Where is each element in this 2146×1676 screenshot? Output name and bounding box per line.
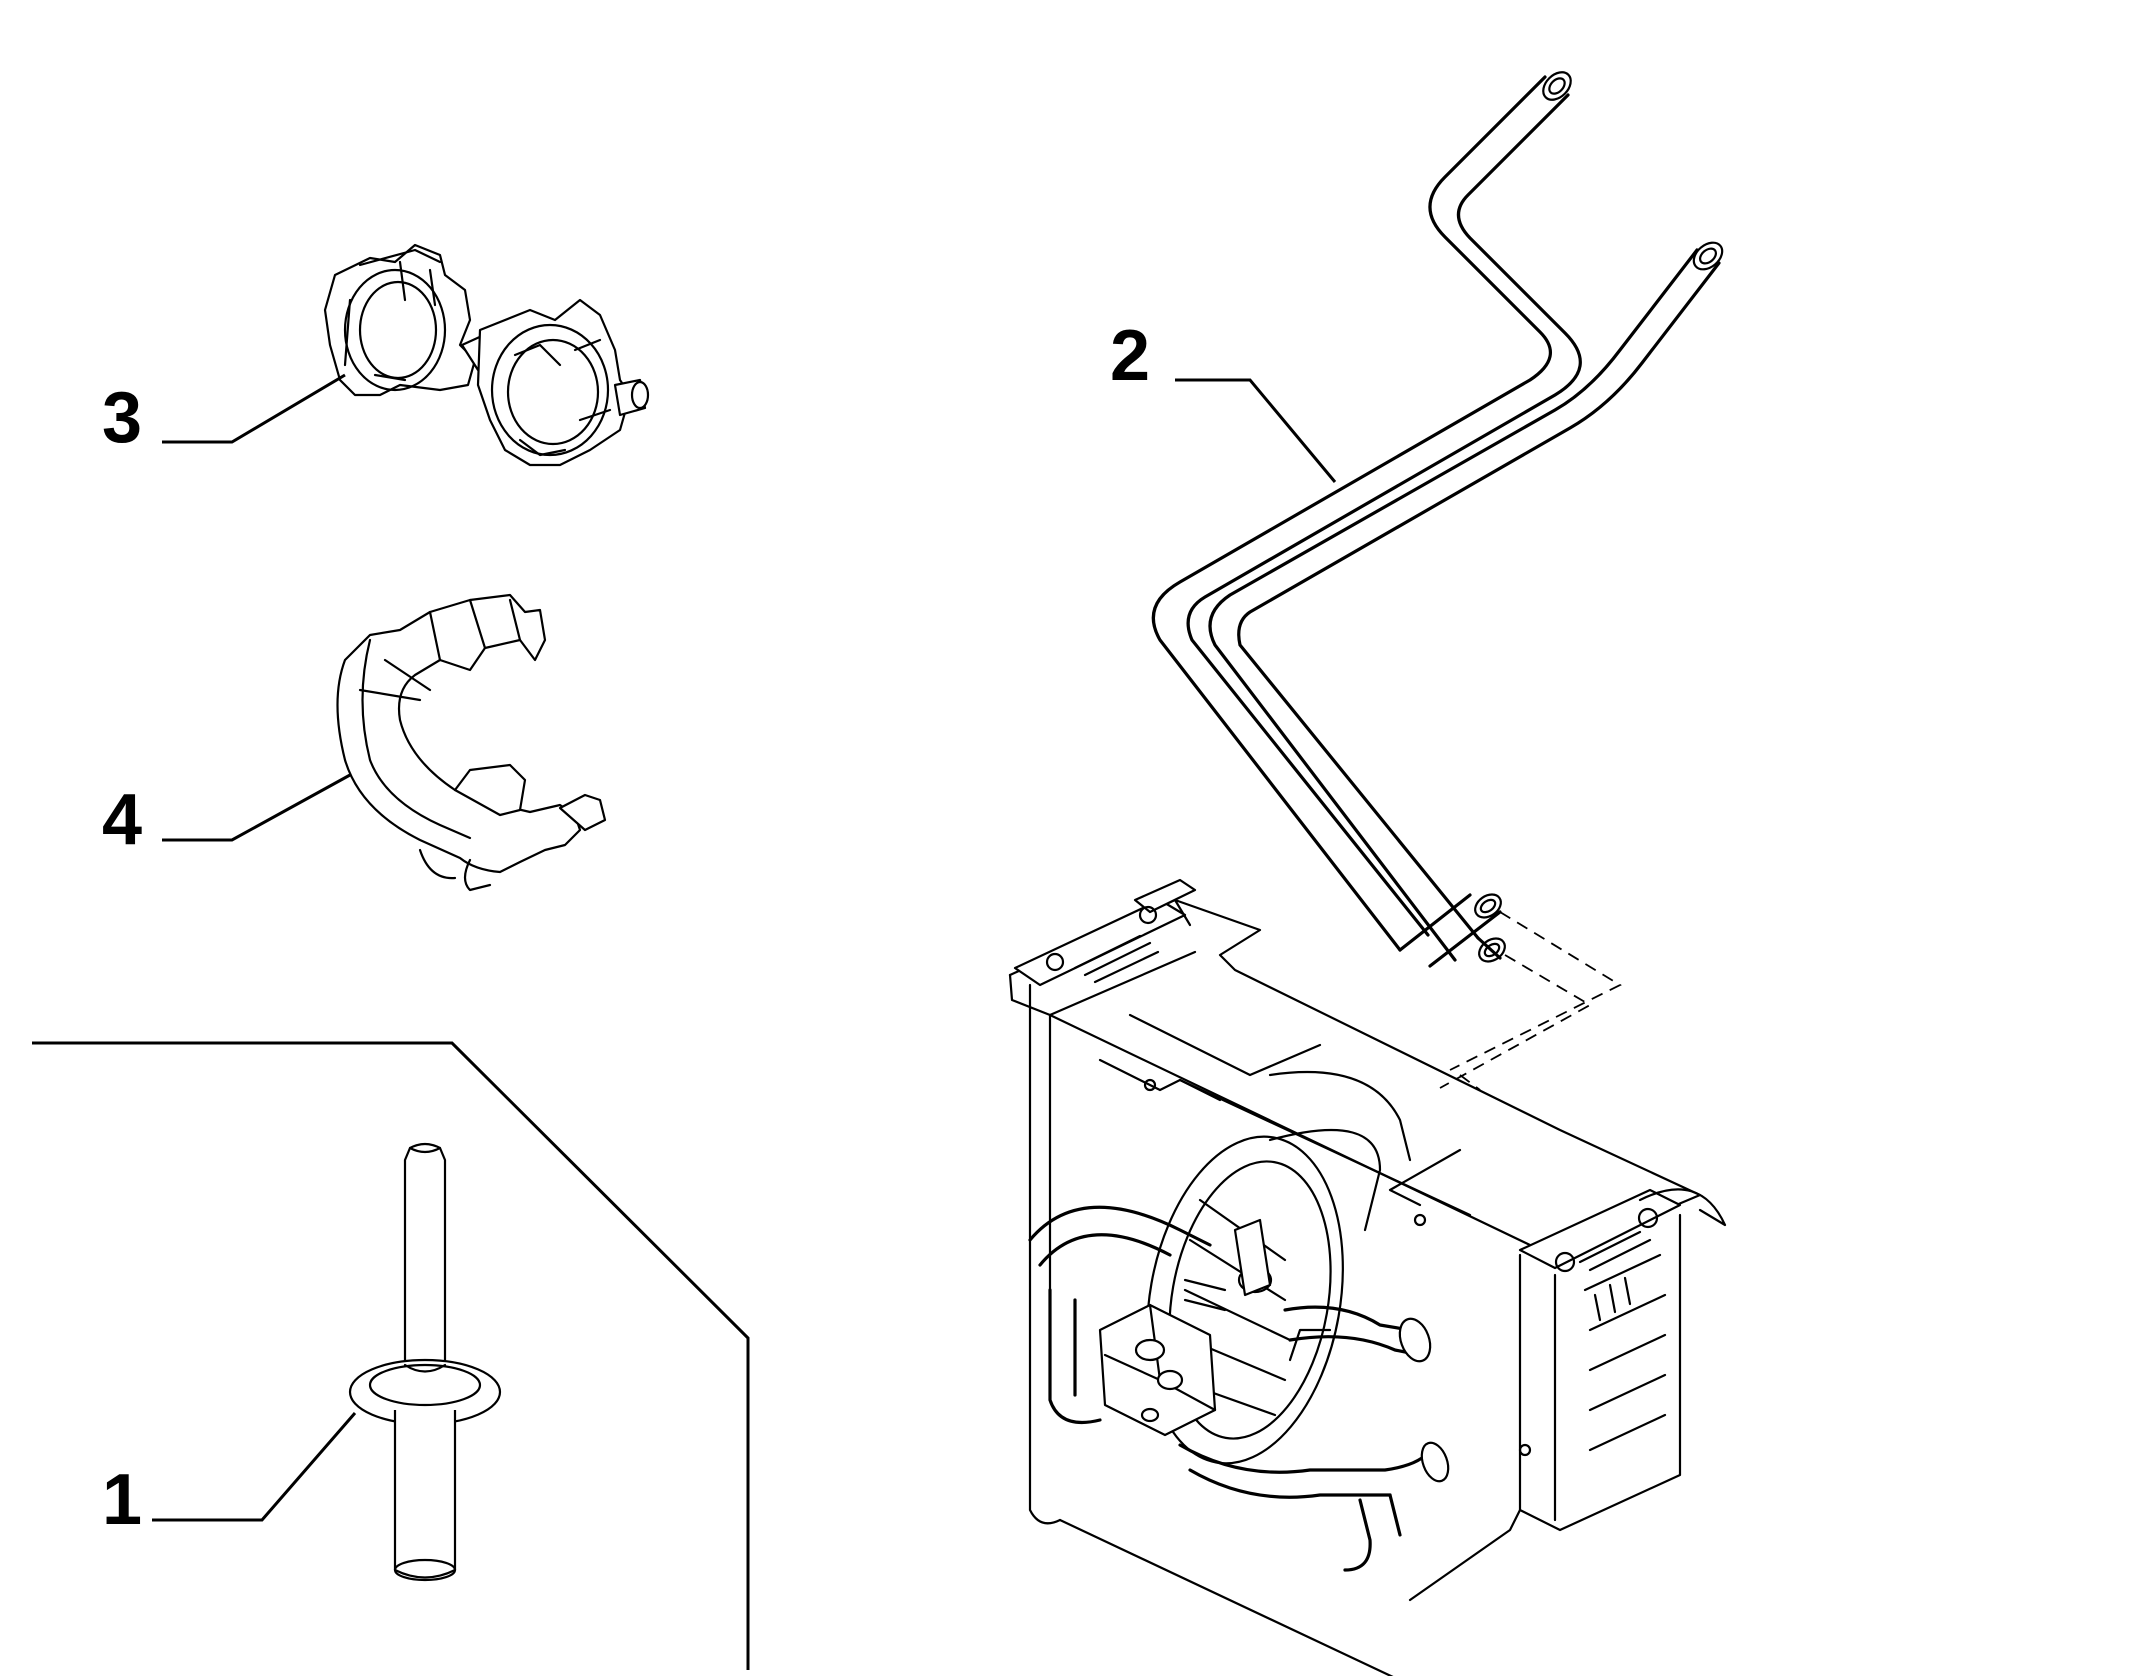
callout-2-leader — [1175, 378, 1337, 483]
callout-1-leader — [152, 1412, 357, 1522]
callout-3-leader — [162, 373, 346, 444]
callout-3-label: 3 — [102, 378, 142, 458]
part-1-rivet[interactable] — [348, 1142, 502, 1582]
part-2-pipes[interactable] — [1151, 67, 1727, 968]
part-4-clamp[interactable] — [336, 593, 607, 892]
callout-2-label: 2 — [1110, 316, 1150, 396]
callout-4-label: 4 — [102, 780, 142, 860]
part-3-double-clip[interactable] — [323, 243, 650, 467]
assembly-guide-lines — [1439, 911, 1622, 1091]
heater-assembly — [1008, 878, 1727, 1676]
section-divider — [32, 1041, 750, 1670]
callout-4-leader — [162, 773, 351, 842]
callout-1-label: 1 — [102, 1460, 142, 1540]
